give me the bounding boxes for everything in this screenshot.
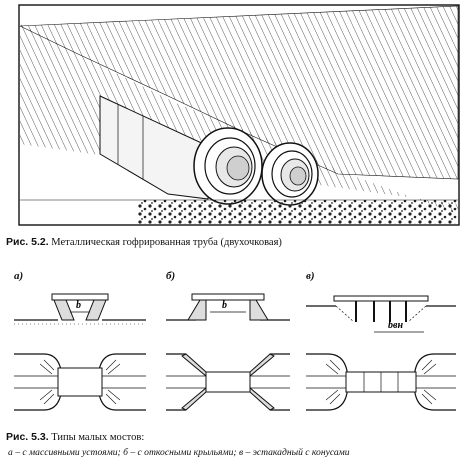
- illustration-frame: [18, 4, 460, 226]
- stone-bed: [138, 200, 458, 224]
- plan-view-v: [306, 353, 456, 411]
- elevation-view-b: b: [166, 293, 290, 321]
- figure-5-3-title: Типы малых мостов:: [51, 432, 145, 443]
- figure-5-3-caption: Рис. 5.3. Типы малых мостов:: [6, 431, 144, 444]
- elevation-view-v: bвн: [306, 295, 456, 333]
- elevation-view-a: b: [14, 293, 146, 325]
- figure-5-2-text: Металлическая гофрированная труба (двухо…: [51, 237, 282, 248]
- corrugated-pipe-illustration: [18, 4, 460, 226]
- figure-5-2-caption: Рис. 5.2. Металлическая гофрированная тр…: [6, 236, 282, 249]
- figure-5-3-legend-text: а – с массивными устоями; б – с откосным…: [8, 447, 350, 458]
- figure-5-3-number: Рис. 5.3.: [6, 431, 49, 443]
- plan-view-b: [166, 353, 290, 411]
- figure-5-3-legend: а – с массивными устоями; б – с откосным…: [8, 446, 350, 459]
- span-label-a: b: [76, 300, 81, 311]
- panel-label-b: б): [166, 270, 176, 282]
- plan-view-a: [14, 353, 146, 411]
- span-label-v: bвн: [388, 320, 403, 331]
- pipe-right: [261, 142, 319, 206]
- panel-label-a: а): [14, 270, 24, 282]
- figure-5-2-number: Рис. 5.2.: [6, 236, 49, 248]
- headwall-slab: [99, 95, 209, 200]
- panel-label-v: в): [306, 270, 315, 282]
- pipe-left: [193, 127, 263, 205]
- span-label-b: b: [222, 300, 227, 311]
